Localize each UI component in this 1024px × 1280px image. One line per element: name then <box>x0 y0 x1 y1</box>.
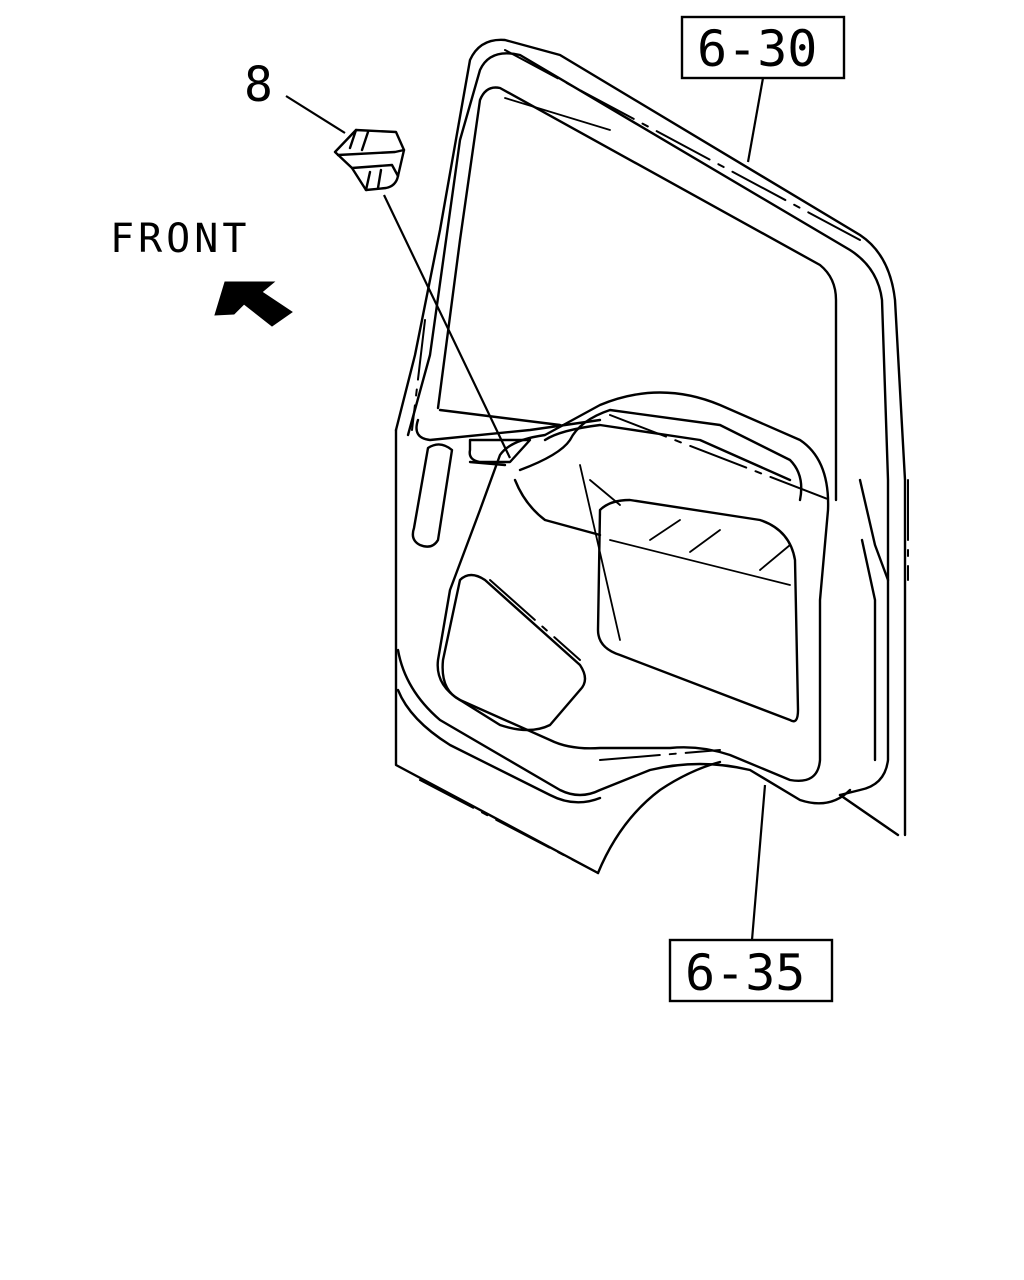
ref-box-bottom: 6-35 <box>668 938 834 1003</box>
ref-label-top: 6-30 <box>697 20 817 78</box>
ref-box-top: 6-30 <box>680 15 846 80</box>
ref-bottom-leader <box>750 784 767 941</box>
part-number-8: 8 <box>244 57 273 113</box>
clip-leader-line <box>383 194 511 459</box>
clip-part <box>333 128 406 192</box>
door-panel <box>394 38 909 875</box>
callout-8-leader <box>285 95 346 134</box>
front-label: FRONT <box>110 216 250 262</box>
ref-label-bottom: 6-35 <box>685 944 805 1002</box>
front-arrow-icon <box>214 281 293 327</box>
ref-top-leader <box>746 77 765 163</box>
